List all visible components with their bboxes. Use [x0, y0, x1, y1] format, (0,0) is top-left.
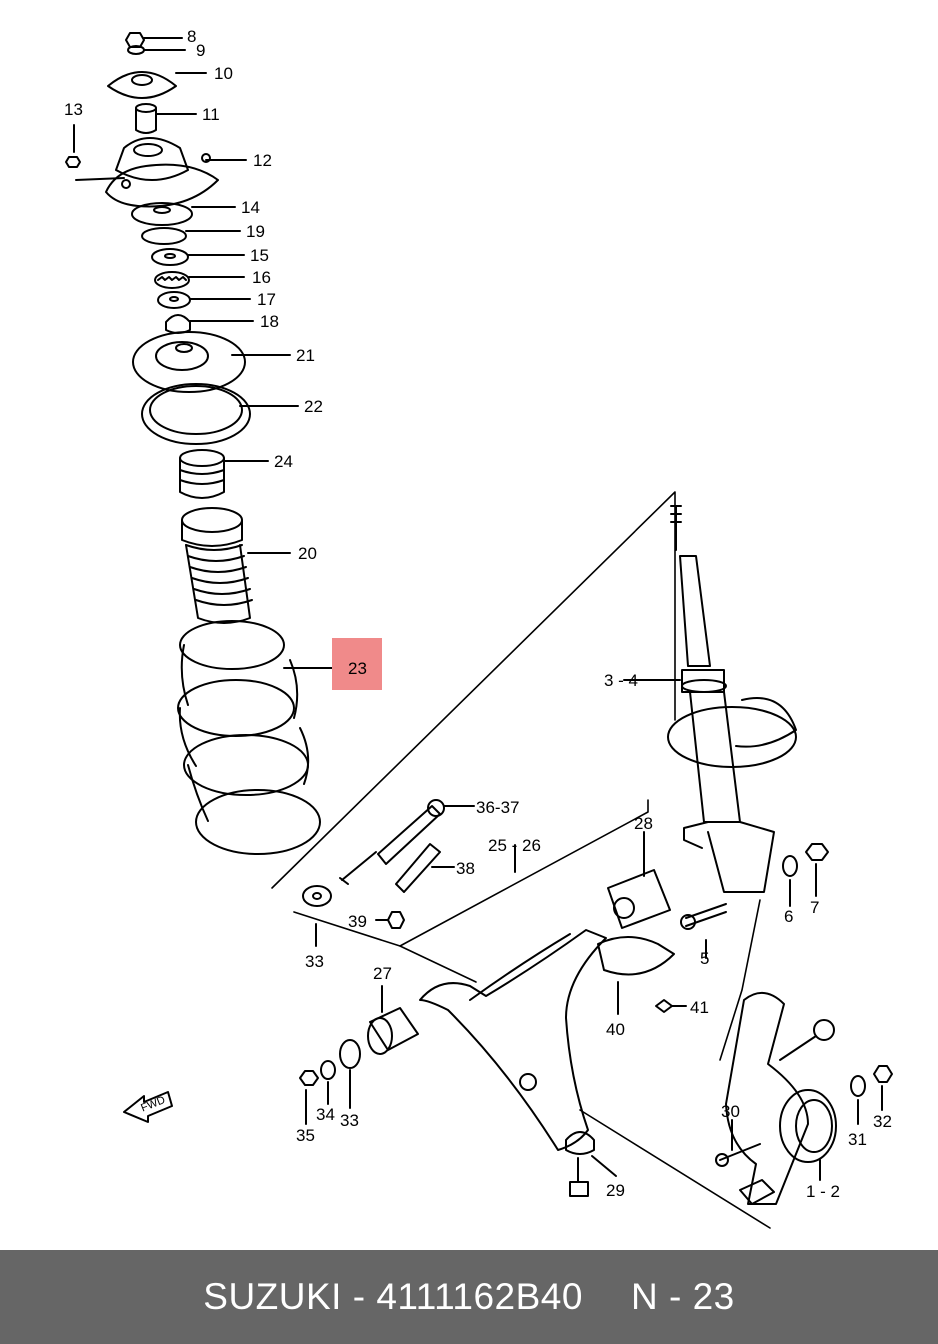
- spring-pad-22: [141, 383, 299, 445]
- label-7: 7: [810, 898, 819, 917]
- washer-9: [127, 45, 186, 55]
- washer-17: [157, 291, 251, 309]
- label-21: 21: [296, 346, 315, 365]
- washer-19: [141, 227, 241, 245]
- washer-6: [782, 855, 798, 907]
- label-20: 20: [298, 544, 317, 563]
- plate-10: [107, 71, 207, 99]
- label-28: 28: [634, 814, 653, 833]
- label-18: 18: [260, 312, 279, 331]
- label-5: 5: [700, 949, 709, 968]
- bushing-27: [367, 985, 419, 1055]
- label-12: 12: [253, 151, 272, 170]
- label-22: 22: [304, 397, 323, 416]
- label-16: 16: [252, 268, 271, 287]
- nut-35: [299, 1070, 319, 1125]
- nut-39: [375, 911, 405, 929]
- label-8: 8: [187, 27, 196, 46]
- label-6: 6: [784, 907, 793, 926]
- label-29: 29: [606, 1181, 625, 1200]
- label-32: 32: [873, 1112, 892, 1131]
- assembly-boundary: [271, 491, 771, 1229]
- clamp-40: [597, 936, 675, 1015]
- label-15: 15: [250, 246, 269, 265]
- coil-spring-23: [177, 620, 333, 855]
- label-9: 9: [196, 41, 205, 60]
- label-33a: 33: [305, 952, 324, 971]
- washer-33a: [302, 885, 332, 947]
- washer-34-33: [320, 1039, 361, 1109]
- label-3-4: 3 - 4: [604, 671, 638, 690]
- footer-diagram-code: N - 23: [630, 1276, 735, 1317]
- bearing-16: [154, 271, 245, 289]
- nut-13: [65, 124, 125, 181]
- link-36-37: [339, 799, 475, 885]
- label-19: 19: [246, 222, 265, 241]
- footer-bar: SUZUKI - 4111162B40 N - 23: [0, 1250, 938, 1344]
- label-25-26: 25 - 26: [488, 836, 541, 855]
- nut-7: [805, 843, 829, 897]
- label-40: 40: [606, 1020, 625, 1039]
- ball-joint-29: [565, 1131, 617, 1197]
- label-33b: 33: [340, 1111, 359, 1130]
- forward-arrow-icon: [123, 1091, 173, 1123]
- bump-stop-24: [179, 449, 269, 499]
- bracket-38: [395, 843, 455, 893]
- bolt-5: [680, 903, 727, 959]
- label-36-37: 36-37: [476, 798, 519, 817]
- washer-15: [151, 248, 245, 266]
- label-13: 13: [64, 100, 83, 119]
- label-1-2: 1 - 2: [806, 1182, 840, 1201]
- label-14: 14: [241, 198, 260, 217]
- insulator-14: [131, 202, 236, 226]
- label-11: 11: [202, 105, 220, 124]
- nut-8: [125, 32, 183, 48]
- knuckle-1-2: [725, 992, 837, 1205]
- bolt-41: [655, 999, 687, 1013]
- label-23: 23: [348, 659, 367, 678]
- highlight-box: [332, 638, 382, 690]
- label-10: 10: [214, 64, 233, 83]
- label-39: 39: [348, 912, 367, 931]
- lower-arm-25-26: [419, 844, 607, 1151]
- footer-part-number: SUZUKI - 4111162B40: [203, 1276, 583, 1317]
- label-41: 41: [690, 998, 709, 1017]
- parts-diagram: 8 9 10 11 12 13 14 19 15 16 17 18 21 22 …: [64, 27, 893, 1229]
- nut-18: [165, 314, 254, 334]
- label-34: 34: [316, 1105, 335, 1124]
- bolt-30: [715, 1119, 761, 1167]
- bushing-11: [135, 103, 197, 134]
- label-35: 35: [296, 1126, 315, 1145]
- label-38: 38: [456, 859, 475, 878]
- label-27: 27: [373, 964, 392, 983]
- bushing-28: [607, 831, 671, 929]
- dust-boot-20: [181, 507, 291, 624]
- label-30: 30: [721, 1102, 740, 1121]
- nut-32: [873, 1065, 893, 1111]
- washer-31: [850, 1075, 866, 1125]
- label-31: 31: [848, 1130, 867, 1149]
- strut-3-4: [623, 505, 797, 893]
- mount-12: [105, 137, 247, 208]
- label-24: 24: [274, 452, 293, 471]
- spring-seat-21: [132, 331, 291, 393]
- label-17: 17: [257, 290, 276, 309]
